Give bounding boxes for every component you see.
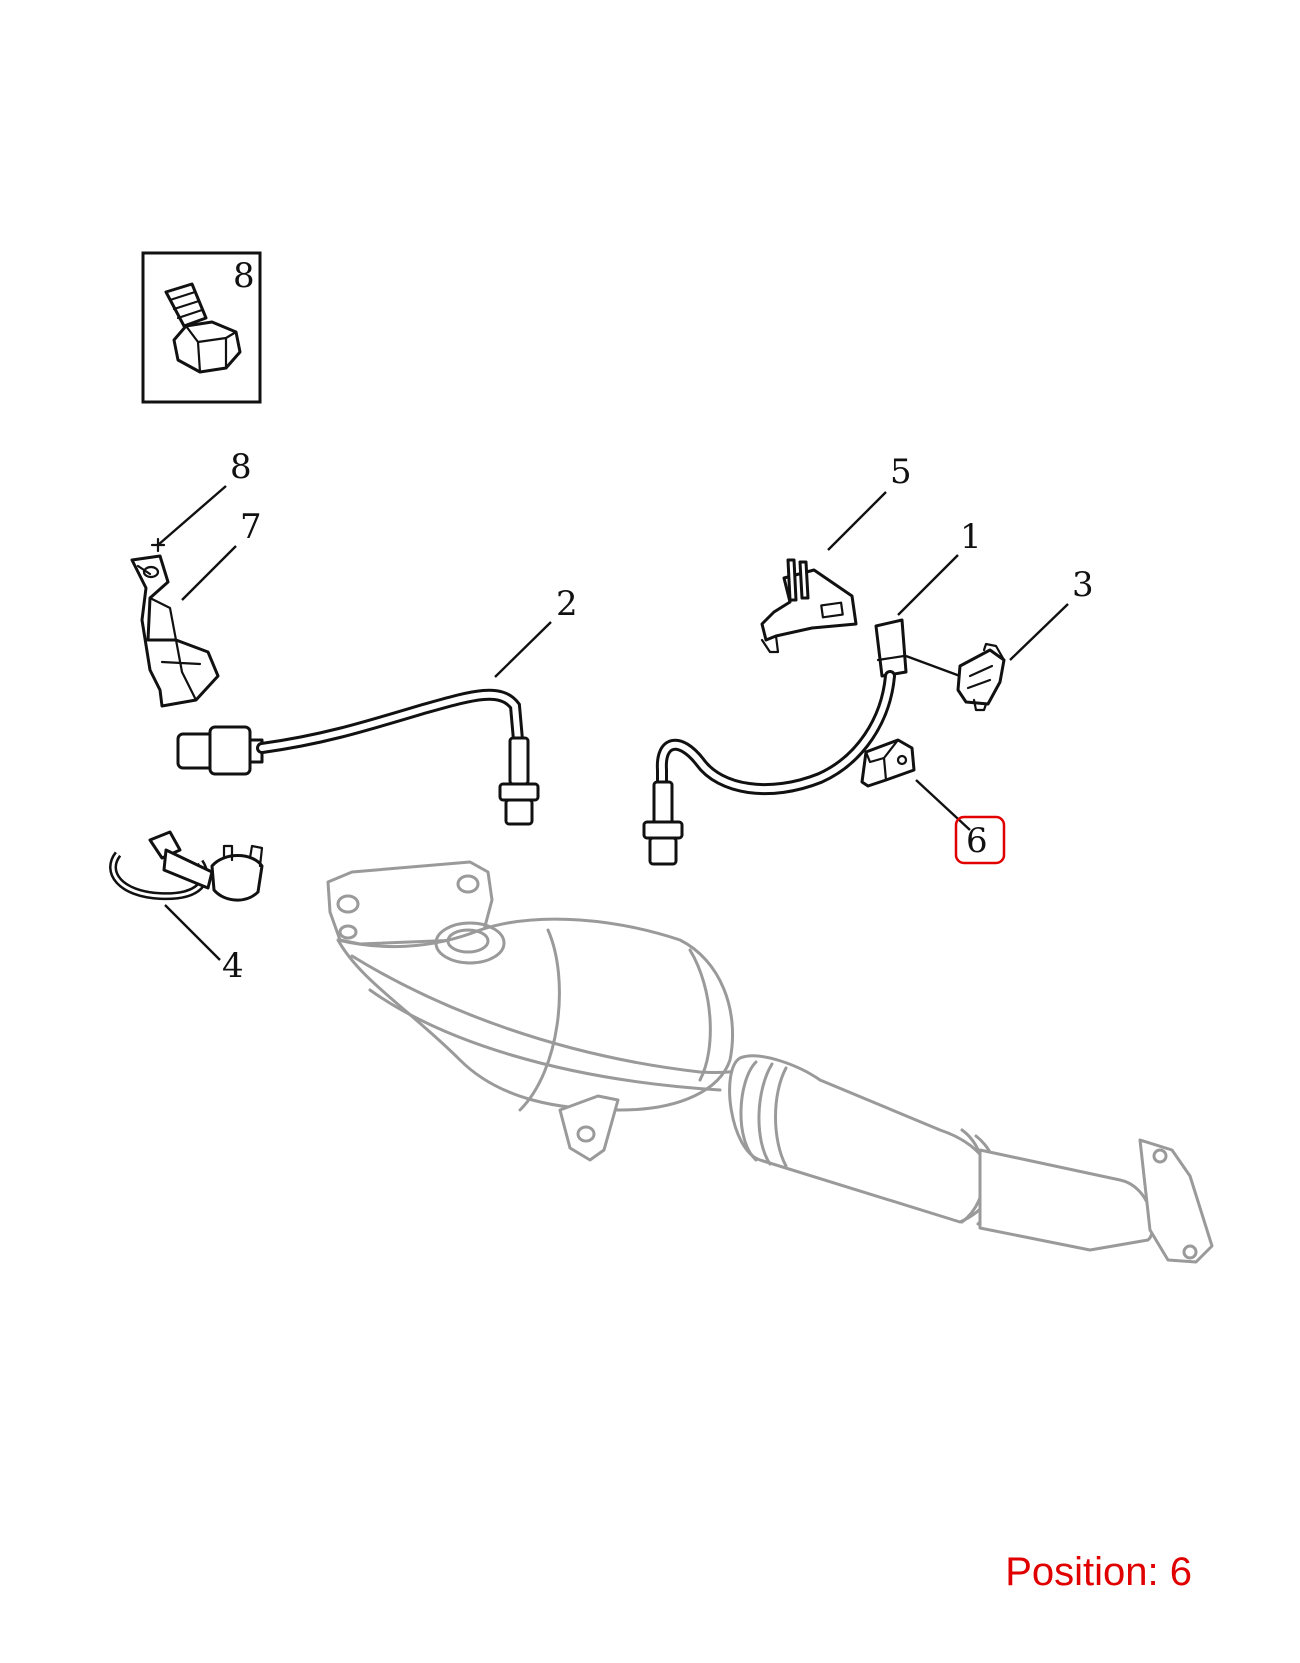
- leader-1: [897, 554, 959, 616]
- leader-2: [494, 621, 552, 678]
- oxygen-sensor-part-2: [176, 688, 540, 826]
- bracket-part-7: [130, 554, 220, 708]
- clamp-part-4: [109, 830, 264, 902]
- catalytic-converter-ghost: [326, 860, 1214, 1264]
- callout-4: 4: [222, 946, 244, 986]
- callout-2: 2: [556, 584, 578, 624]
- leader-5: [827, 491, 887, 551]
- bolt-icon: [164, 282, 242, 374]
- leader-7: [181, 545, 237, 601]
- leader-3: [1009, 603, 1069, 661]
- bolt-marker-icon: [150, 537, 166, 553]
- callout-6: 6: [966, 821, 988, 861]
- clip-part-3: [905, 642, 1006, 712]
- position-readout: Position: 6: [1005, 1550, 1192, 1594]
- leader-6: [915, 779, 971, 831]
- clip-part-6: [860, 738, 916, 788]
- callout-3: 3: [1072, 565, 1094, 605]
- callout-5: 5: [890, 452, 912, 492]
- leader-8: [157, 485, 227, 546]
- bracket-part-5: [760, 558, 858, 654]
- callout-8: 8: [230, 447, 252, 487]
- callout-8-inset: 8: [233, 256, 255, 296]
- callout-7: 7: [240, 507, 262, 547]
- callout-1: 1: [960, 517, 982, 557]
- bolt-inset-box: 8: [141, 251, 262, 404]
- callout-6-highlight: [954, 815, 1006, 865]
- leader-4: [164, 904, 221, 961]
- oxygen-sensor-part-1: [642, 618, 908, 866]
